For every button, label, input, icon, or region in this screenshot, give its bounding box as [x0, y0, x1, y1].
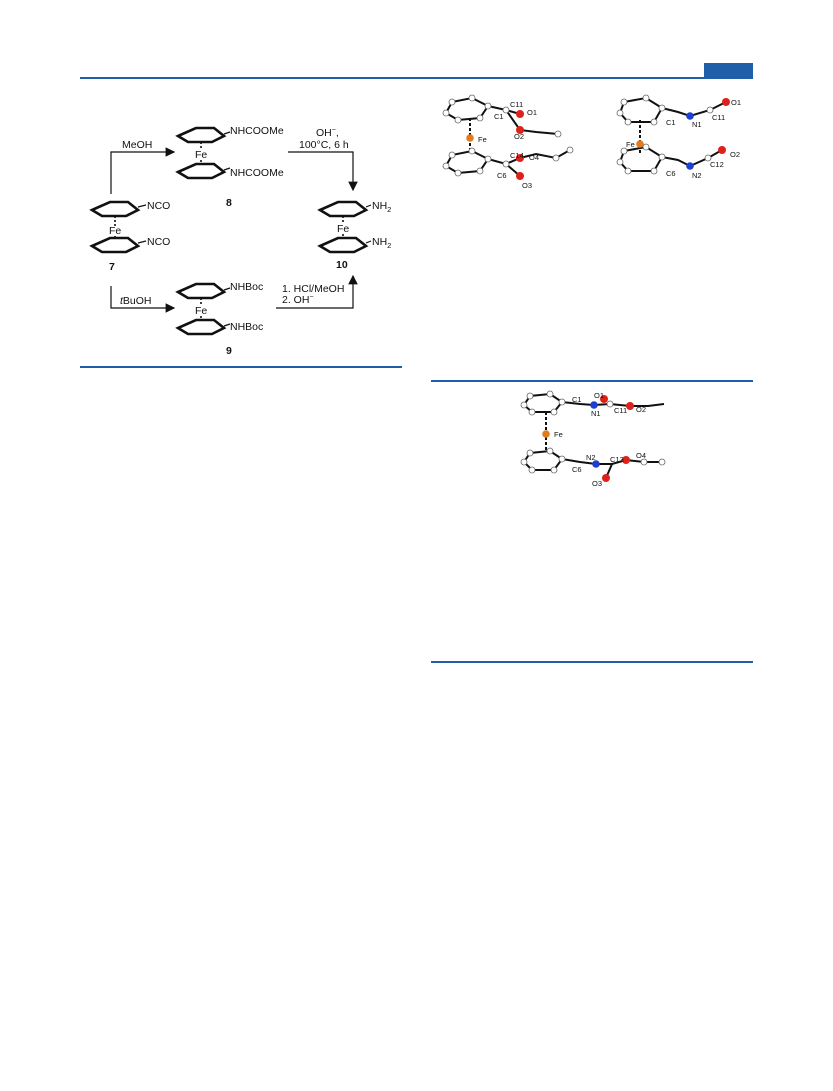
iron-label-9: Fe	[195, 305, 207, 317]
nhboc-top: NHBoc	[230, 281, 263, 293]
iron-atom-a	[466, 134, 474, 142]
nhcocome-bottom: NHCOOMe	[230, 167, 284, 179]
reaction-scheme: Fe NCO NCO 7 Fe NHCOOMe NHCOOMe 8 Fe NHB…	[89, 125, 391, 357]
svg-text:N2: N2	[692, 171, 702, 180]
svg-text:Fe: Fe	[478, 135, 487, 144]
ferrocene-8	[175, 126, 231, 180]
ferrocene-10	[317, 200, 372, 254]
compound-10: 10	[336, 259, 348, 271]
svg-text:Fe: Fe	[554, 430, 563, 439]
nco-bottom: NCO	[147, 236, 170, 248]
compound-7: 7	[109, 261, 115, 273]
svg-text:O2: O2	[636, 405, 646, 414]
iron-atom-c	[542, 430, 550, 438]
reagent-temp-time: 100°C, 6 h	[299, 139, 349, 151]
svg-text:C1: C1	[572, 395, 582, 404]
reagent-tbuoh: tBuOH	[120, 295, 152, 307]
nhboc-bottom: NHBoc	[230, 321, 263, 333]
svg-text:O2: O2	[514, 132, 524, 141]
nco-top: NCO	[147, 200, 170, 212]
reagent-hcl: 1. HCl/MeOH	[282, 283, 344, 295]
reagent-base: 2. OH−	[282, 294, 314, 306]
nh2-top: NH2	[372, 200, 391, 214]
svg-text:C6: C6	[572, 465, 582, 474]
compound-9: 9	[226, 345, 232, 357]
crystal-structure-a: C11 O1 C1 O2 Fe C14 O4 C6 O3	[442, 94, 574, 190]
iron-label-8: Fe	[195, 149, 207, 161]
svg-text:C11: C11	[614, 406, 627, 415]
compound-8: 8	[226, 197, 232, 209]
svg-text:C1: C1	[666, 118, 676, 127]
arrow-7-to-8	[110, 147, 176, 194]
reagent-oh: OH−,	[316, 127, 339, 139]
svg-text:O2: O2	[730, 150, 740, 159]
iron-label-7: Fe	[109, 225, 121, 237]
figure-divider-rule	[431, 380, 753, 382]
svg-text:C6: C6	[497, 171, 507, 180]
svg-text:O3: O3	[592, 479, 602, 488]
svg-text:C13: C13	[610, 455, 624, 464]
svg-text:C6: C6	[666, 169, 676, 178]
nh2-bottom: NH2	[372, 236, 391, 250]
svg-text:O3: O3	[522, 181, 532, 190]
scheme-bottom-rule	[80, 366, 402, 368]
arrow-8-to-10	[288, 151, 358, 192]
iron-atom-b	[636, 140, 644, 148]
figure-bottom-rule	[431, 661, 753, 663]
crystal-structure-c: O1 C1 N1 C11 O2 Fe N2 C13 O4 C6 O3	[520, 390, 666, 488]
ferrocene-9	[175, 282, 231, 336]
svg-text:C14: C14	[510, 151, 524, 160]
ferrocene-7	[89, 200, 147, 254]
header-tab	[704, 63, 753, 77]
iron-label-10: Fe	[337, 223, 349, 235]
crystal-structure-b: O1 C1 N1 C11 Fe O2 C12 C6 N2	[616, 94, 741, 180]
reagent-meoh: MeOH	[122, 139, 152, 151]
arrow-9-to-10	[276, 274, 358, 309]
svg-text:O1: O1	[527, 108, 537, 117]
svg-text:N1: N1	[692, 120, 702, 129]
nhcocome-top: NHCOOMe	[230, 125, 284, 137]
svg-text:C11: C11	[712, 113, 725, 122]
svg-text:O1: O1	[594, 391, 604, 400]
arrow-7-to-9	[110, 286, 176, 313]
svg-text:C12: C12	[710, 160, 724, 169]
svg-text:C1: C1	[494, 112, 504, 121]
svg-text:O1: O1	[731, 98, 741, 107]
svg-text:C11: C11	[510, 100, 523, 109]
svg-text:N2: N2	[586, 453, 596, 462]
header-rule	[80, 77, 753, 79]
svg-text:N1: N1	[591, 409, 601, 418]
svg-text:O4: O4	[636, 451, 646, 460]
svg-text:O4: O4	[529, 153, 539, 162]
svg-text:Fe: Fe	[626, 140, 635, 149]
